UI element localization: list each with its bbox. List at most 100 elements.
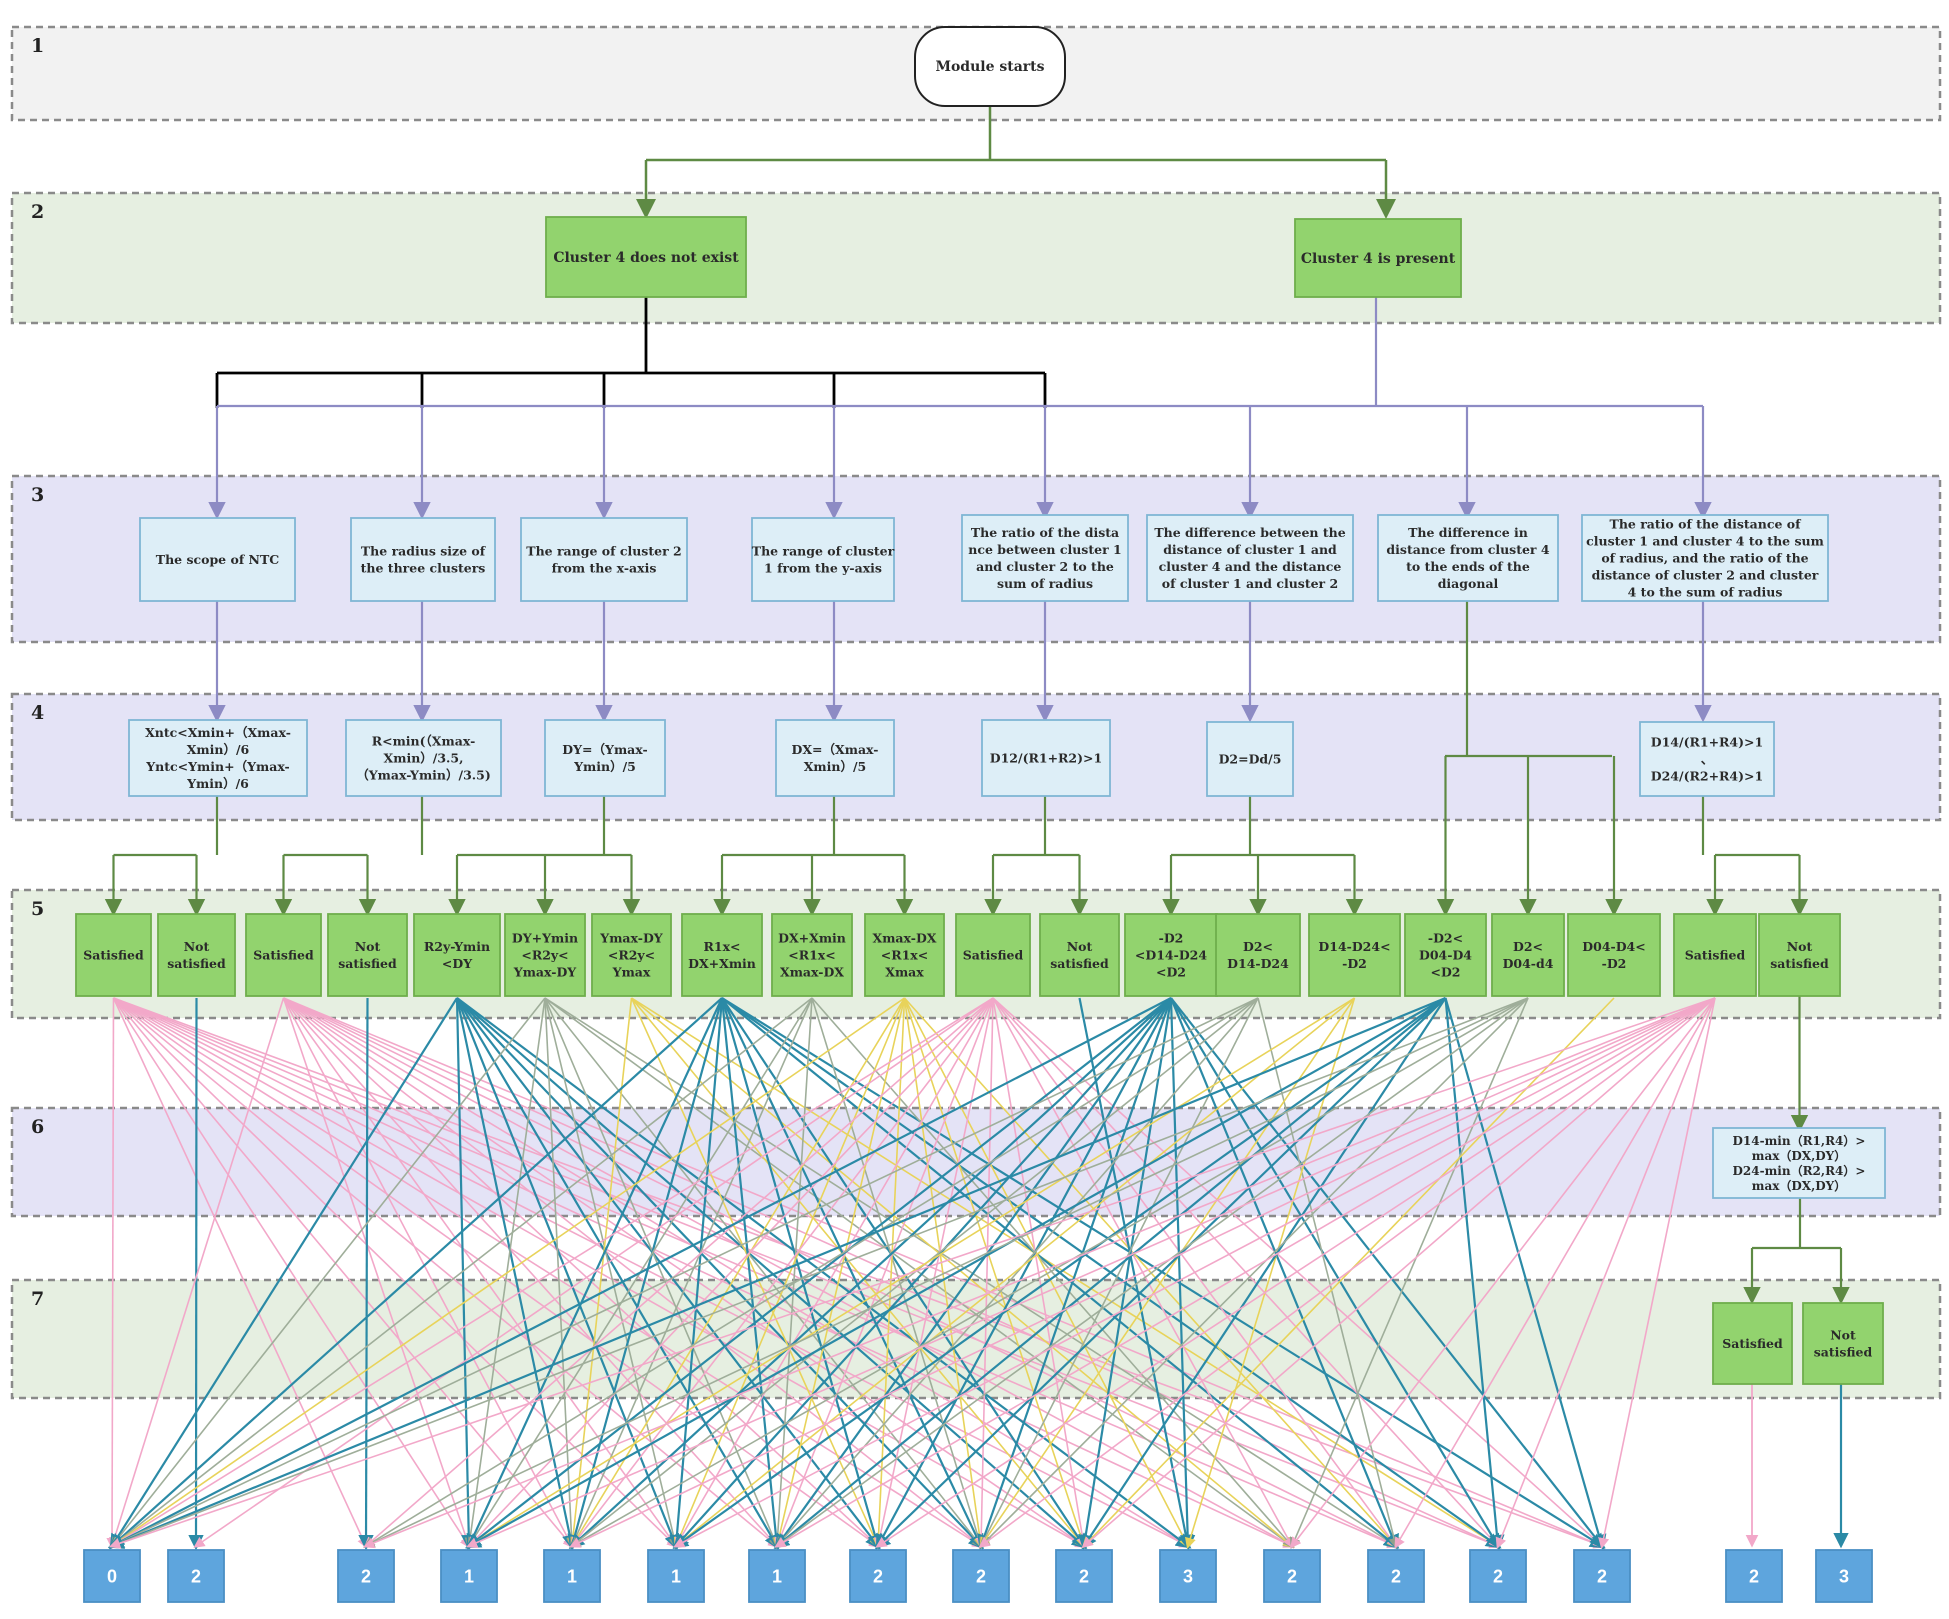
edge-line	[465, 997, 1447, 1549]
edge-line	[673, 997, 906, 1549]
edge-line	[567, 997, 724, 1551]
row7-box	[1802, 1302, 1884, 1385]
output-label: 0	[107, 1566, 117, 1586]
band-number: 7	[31, 1288, 44, 1310]
condition-label: Satisfied	[253, 948, 314, 963]
condition-box	[504, 913, 586, 997]
edge-line	[630, 997, 880, 1549]
edge-line	[107, 996, 1446, 1549]
formula-label: D14/(R1+R4)>1、D24/(R2+R4)>1	[1651, 735, 1763, 784]
edge-line	[1169, 997, 1196, 1551]
formula-label: D2=Dd/5	[1219, 752, 1282, 767]
edge-line	[1444, 997, 1505, 1551]
edge-line	[113, 997, 1501, 1549]
output-label: 2	[1287, 1566, 1297, 1586]
edge-line	[903, 997, 1087, 1550]
output-label: 2	[361, 1566, 371, 1586]
edge-line	[455, 997, 578, 1551]
edge-line	[903, 997, 1190, 1549]
edge-line	[774, 997, 1716, 1548]
edge-line	[283, 997, 1191, 1548]
condition-label: D2<D04-d4	[1503, 939, 1554, 971]
edge-line	[721, 997, 1087, 1550]
edge-line	[109, 997, 1259, 1548]
band-number: 1	[31, 35, 44, 57]
edge-line	[872, 997, 906, 1550]
branch-label: Cluster 4 does not exist	[553, 250, 739, 266]
edge-line	[630, 997, 1087, 1549]
edge-line	[282, 997, 472, 1550]
condition-label: -D2<D14-D24<D2	[1135, 931, 1207, 980]
condition-label: DX+Xmin<R1x<Xmax-DX	[778, 931, 846, 980]
condition-box	[413, 913, 501, 997]
edge-line	[193, 997, 994, 1548]
edge-line	[113, 997, 1191, 1548]
edge-line	[569, 997, 1716, 1548]
edge-line	[108, 997, 1716, 1549]
edge-line	[1598, 997, 1716, 1550]
output-label: 1	[772, 1566, 782, 1586]
edge-line	[673, 997, 1172, 1550]
formula-label: R<min(（Xmax-Xmin）/3.5,（Ymax-Ymin）/3.5)	[356, 734, 491, 783]
edge-line	[112, 997, 575, 1549]
edge-line	[875, 997, 1716, 1548]
edge-line	[1081, 997, 1716, 1549]
edge-line	[112, 997, 471, 1549]
edge-line	[456, 997, 985, 1550]
start-node	[914, 26, 1066, 107]
row6-formula-box	[1712, 1127, 1886, 1199]
edge-line	[188, 997, 204, 1551]
feature-box	[1377, 514, 1559, 602]
edge-line	[977, 997, 1173, 1551]
branch-label: Cluster 4 is present	[1301, 251, 1456, 267]
feature-box	[139, 517, 296, 602]
feature-box	[961, 514, 1129, 602]
edge-line	[112, 997, 368, 1549]
formula-box	[775, 719, 895, 797]
edge-line	[358, 997, 374, 1551]
condition-box	[1215, 913, 1301, 997]
edge-line	[978, 997, 1716, 1548]
start-label: Module starts	[935, 59, 1044, 75]
edge-line	[363, 997, 1716, 1549]
output-label: 2	[1079, 1566, 1089, 1586]
edge-line	[979, 997, 1259, 1549]
condition-label: DY+Ymin<R2y<Ymax-DY	[512, 931, 578, 980]
branch-cluster4-present	[1294, 218, 1462, 298]
edge-line	[456, 997, 780, 1550]
feature-box	[751, 517, 895, 602]
condition-box	[1758, 913, 1841, 997]
feature-box	[1146, 514, 1354, 602]
output-label: 2	[1493, 1566, 1503, 1586]
edge-line	[673, 997, 1716, 1548]
condition-box	[591, 913, 672, 997]
output-box	[1367, 1549, 1425, 1603]
edge-line	[1444, 997, 1607, 1551]
output-label: 2	[873, 1566, 883, 1586]
formula-box	[345, 719, 502, 797]
condition-label: Satisfied	[1685, 948, 1746, 963]
edge-line	[466, 997, 1716, 1548]
edge-line	[1081, 997, 1447, 1550]
edge-line	[874, 997, 1447, 1550]
output-box	[647, 1549, 705, 1603]
output-box	[952, 1549, 1010, 1603]
condition-label: Xmax-DX<R1x<Xmax	[873, 931, 937, 980]
output-label: 2	[976, 1566, 986, 1586]
condition-box	[1404, 913, 1487, 997]
feature-box	[350, 517, 496, 602]
edge-line	[544, 997, 680, 1550]
edge-line	[672, 997, 1447, 1549]
formula-box	[981, 719, 1111, 797]
edge-line	[774, 997, 1529, 1548]
edge-line	[774, 997, 1259, 1549]
edge-line	[903, 997, 1399, 1549]
edge-line	[669, 997, 724, 1551]
output-box	[440, 1549, 498, 1603]
edge-line	[109, 997, 458, 1550]
